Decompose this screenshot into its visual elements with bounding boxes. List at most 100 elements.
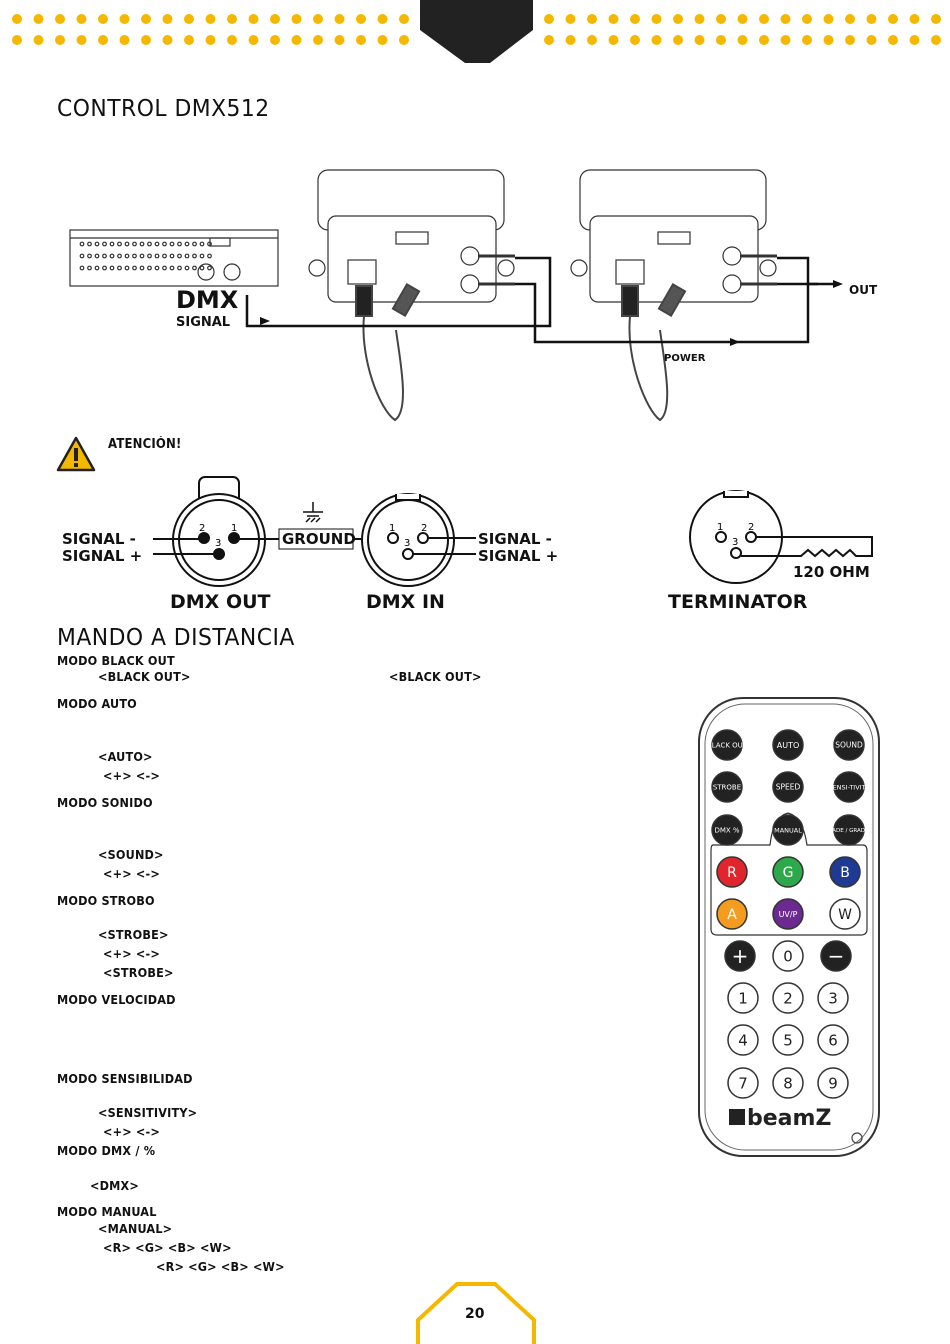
black-out-button-label: BLACK OUT [707,741,748,749]
blackout-key: <BLACK OUT> [98,669,191,684]
auto-button[interactable]: AUTO [772,729,804,761]
signal-label: SIGNAL [176,315,231,330]
mode-speed: MODO VELOCIDAD [57,992,176,1007]
term-pin-3: 3 [732,537,738,548]
warning-label: ATENCIÓN! [108,437,182,452]
dmx-button-label: DMX % [714,826,739,834]
remote-control: BLACK OUT AUTO SOUND STROBE SPEED SENSI-TIVIT… [698,697,880,1157]
manual-button[interactable]: MANUAL [772,814,804,846]
strobe-button-label: STROBE [713,783,741,791]
sensitivity-button[interactable]: SENSI-TIVITY [828,771,870,803]
amber-button-label: A [727,907,737,923]
num-8-button[interactable]: 8 [772,1067,804,1099]
dmx-out-connector [172,476,266,587]
num-2-button[interactable]: 2 [772,982,804,1014]
red-button-label: R [727,865,737,881]
blackout-key-2: <BLACK OUT> [389,669,482,684]
rgbw-keys-2: <R> <G> <B> <W> [156,1259,285,1274]
strobe-button[interactable]: STROBE [711,771,743,803]
dmx-wiring-diagram [69,169,843,422]
manual-key: <MANUAL> [98,1221,173,1236]
num-6-button[interactable]: 6 [817,1024,849,1056]
mode-sensitivity: MODO SENSIBILIDAD [57,1071,193,1086]
sound-button[interactable]: SOUND [833,729,865,761]
page-number: 20 [465,1306,485,1322]
green-button-label: G [783,865,794,881]
strobe-plus-minus: <+> <-> [103,946,160,961]
num-4-button[interactable]: 4 [727,1024,759,1056]
num-2-button-label: 2 [783,989,793,1007]
sound-key: <SOUND> [98,847,164,862]
num-8-button-label: 8 [783,1074,793,1092]
red-button[interactable]: R [716,856,748,888]
num-1-button-label: 1 [738,989,748,1007]
sensitivity-key: <SENSITIVITY> [98,1105,198,1120]
uvp-button[interactable]: UV/P [772,898,804,930]
black-out-button[interactable]: BLACK OUT [707,729,748,761]
zero-button-label: 0 [783,947,793,965]
mode-dmx: MODO DMX / % [57,1143,156,1158]
num-1-button[interactable]: 1 [727,982,759,1014]
plus-button[interactable]: + [724,940,756,972]
term-pin-2: 2 [748,522,754,533]
num-6-button-label: 6 [828,1031,838,1049]
uvp-button-label: UV/P [779,910,798,919]
dmx-in-connector [361,493,455,587]
sensitivity-plus-minus: <+> <-> [103,1124,160,1139]
num-3-button[interactable]: 3 [817,982,849,1014]
rgbw-keys: <R> <G> <B> <W> [103,1240,232,1255]
brand-text: beamZ [747,1106,831,1131]
num-3-button-label: 3 [828,989,838,1007]
num-9-button[interactable]: 9 [817,1067,849,1099]
blue-button[interactable]: B [829,856,861,888]
green-button[interactable]: G [772,856,804,888]
out-pin-1: 1 [231,523,237,534]
dmx-out-label: DMX OUT [170,591,271,613]
out-signal-plus: SIGNAL + [62,547,143,565]
ground-symbol [303,502,323,523]
warning-icon [56,436,96,472]
minus-button[interactable]: − [820,940,852,972]
term-pin-1: 1 [717,522,723,533]
mode-manual: MODO MANUAL [57,1204,157,1219]
plus-button-label: + [732,944,749,968]
in-pin-2: 2 [421,523,427,534]
beamz-logo: beamZ [729,1106,831,1131]
ohm-label: 120 OHM [793,563,870,581]
in-pin-3: 3 [404,538,410,549]
dmx-label: DMX [176,286,239,314]
fixture-2 [570,169,777,303]
speed-button[interactable]: SPEED [772,771,804,803]
blue-button-label: B [840,865,850,881]
remote-section-title: MANDO A DISTANCIA [57,625,295,651]
mode-auto: MODO AUTO [57,696,137,711]
white-button[interactable]: W [829,898,861,930]
dmx-section-title: CONTROL DMX512 [57,96,270,122]
out-label: OUT [849,283,878,297]
num-7-button[interactable]: 7 [727,1067,759,1099]
manual-button-label: MANUAL [774,826,802,834]
auto-key: <AUTO> [98,749,153,764]
num-5-button[interactable]: 5 [772,1024,804,1056]
in-signal-plus: SIGNAL + [478,547,559,565]
amber-button[interactable]: A [716,898,748,930]
strobe-key: <STROBE> [98,927,169,942]
dmx-button[interactable]: DMX % [711,814,743,846]
dmx-in-label: DMX IN [366,591,445,613]
in-signal-minus: SIGNAL - [478,530,552,548]
zero-button[interactable]: 0 [772,940,804,972]
page-number-badge [416,1282,536,1344]
minus-button-label: − [828,944,845,968]
mode-blackout: MODO BLACK OUT [57,653,175,668]
sensitivity-button-label: SENSI-TIVITY [828,783,869,791]
mode-sound: MODO SONIDO [57,795,153,810]
num-7-button-label: 7 [738,1074,748,1092]
fade-button[interactable]: FADE / GRADT [830,814,869,846]
out-pin-2: 2 [199,523,205,534]
speed-button-label: SPEED [776,783,801,792]
terminator-connector [689,490,873,584]
dmx-key: <DMX> [90,1178,139,1193]
fade-button-label: FADE / GRADT [830,828,869,834]
mode-strobe: MODO STROBO [57,893,155,908]
num-4-button-label: 4 [738,1031,748,1049]
